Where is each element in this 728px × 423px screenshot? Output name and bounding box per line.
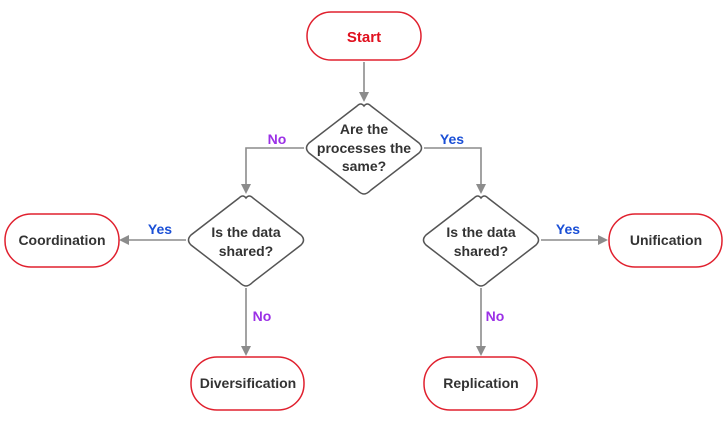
edge-same-no <box>241 147 304 194</box>
coordination-node: Coordination <box>4 213 120 268</box>
start-label: Start <box>347 29 381 46</box>
replication-node: Replication <box>423 356 538 411</box>
edge-label-left-no: No <box>253 308 272 324</box>
unification-label: Unification <box>630 232 702 248</box>
edge-same-yes <box>424 147 486 194</box>
decision-right-data-shared: Is the data shared? <box>422 195 540 287</box>
decision-left-line-1: Is the data <box>211 224 280 240</box>
coordination-label: Coordination <box>18 232 105 248</box>
diversification-label: Diversification <box>200 375 296 391</box>
decision-right-line-1: Is the data <box>446 224 515 240</box>
diversification-node: Diversification <box>190 356 305 411</box>
decision-processes-same-line-3: same? <box>342 158 386 174</box>
edge-label-same-no: No <box>268 131 287 147</box>
replication-label: Replication <box>443 375 518 391</box>
edge-label-right-no: No <box>486 308 505 324</box>
edge-label-left-yes: Yes <box>148 221 172 237</box>
start-node: Start <box>306 11 422 61</box>
edge-label-same-yes: Yes <box>440 131 464 147</box>
decision-left-line-2: shared? <box>219 243 273 259</box>
decision-right-line-2: shared? <box>454 243 508 259</box>
decision-processes-same-line-1: Are the <box>340 121 388 137</box>
unification-node: Unification <box>608 213 723 268</box>
decision-processes-same: Are the processes the same? <box>305 103 423 195</box>
edge-label-right-yes: Yes <box>556 221 580 237</box>
decision-processes-same-line-2: processes the <box>317 140 411 156</box>
decision-left-data-shared: Is the data shared? <box>187 195 305 287</box>
